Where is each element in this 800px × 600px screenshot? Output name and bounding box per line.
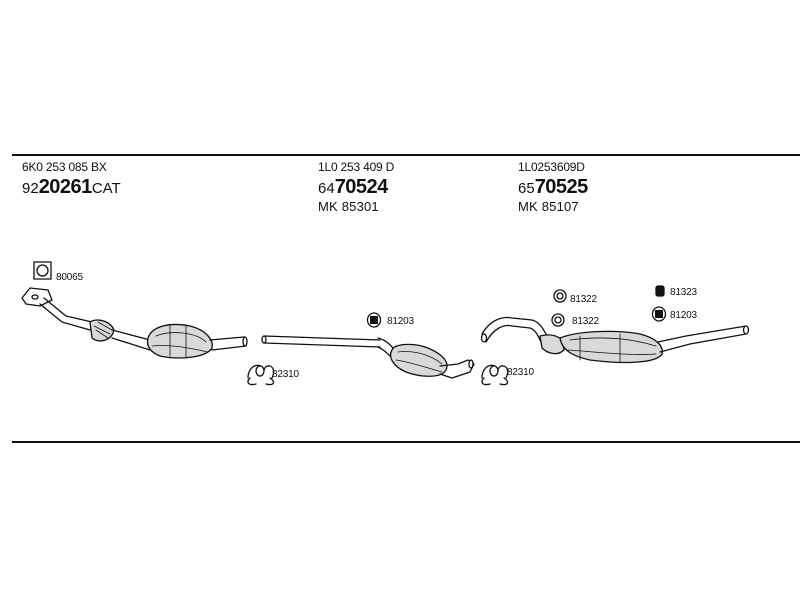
section-rear-silencer-header: 1L0253609D 6570525 MK 85107 [518,161,588,213]
hanger-label: 81203 [387,316,414,327]
ring-icon [553,289,567,303]
mounting-kit-number: MK 85301 [318,199,379,214]
rubber-mount-label: 81323 [670,287,697,298]
clamp-label: 82310 [272,369,299,380]
part-prefix: 65 [518,180,535,197]
top-divider [12,154,800,156]
part-number: 6570525 [518,177,588,197]
mounting-kit-number: MK 85107 [518,199,579,214]
rear-silencer-icon [480,316,750,364]
ring-label: 81322 [570,294,597,305]
part-main: 20261 [38,176,93,198]
part-number: 6470524 [318,177,394,197]
clamp-icon [247,364,275,386]
oe-number: 1L0 253 409 D [318,160,395,174]
section-catalyst-header: 6K0 253 085 BX 9220261CAT [22,161,121,197]
ring-icon [551,313,565,327]
part-suffix: CAT [91,180,121,197]
oe-number: 1L0253609D [518,160,585,174]
part-main: 70524 [334,176,389,198]
hanger-icon [366,312,382,328]
rubber-mount-icon [655,285,665,297]
part-prefix: 92 [22,180,39,197]
hanger-label: 81203 [670,310,697,321]
middle-silencer-icon [261,335,475,379]
part-main: 70525 [534,176,589,198]
oe-number: 6K0 253 085 BX [22,160,107,174]
clamp-icon [481,364,509,386]
clamp-label: 82310 [507,367,534,378]
bottom-divider [12,441,800,443]
gasket-icon [33,261,52,280]
part-number: 9220261CAT [22,177,121,197]
part-prefix: 64 [318,180,335,197]
catalytic-converter-icon [21,287,248,359]
hanger-icon [651,306,667,322]
gasket-label: 80065 [56,272,83,283]
ring-label: 81322 [572,316,599,327]
section-middle-silencer-header: 1L0 253 409 D 6470524 MK 85301 [318,161,394,213]
